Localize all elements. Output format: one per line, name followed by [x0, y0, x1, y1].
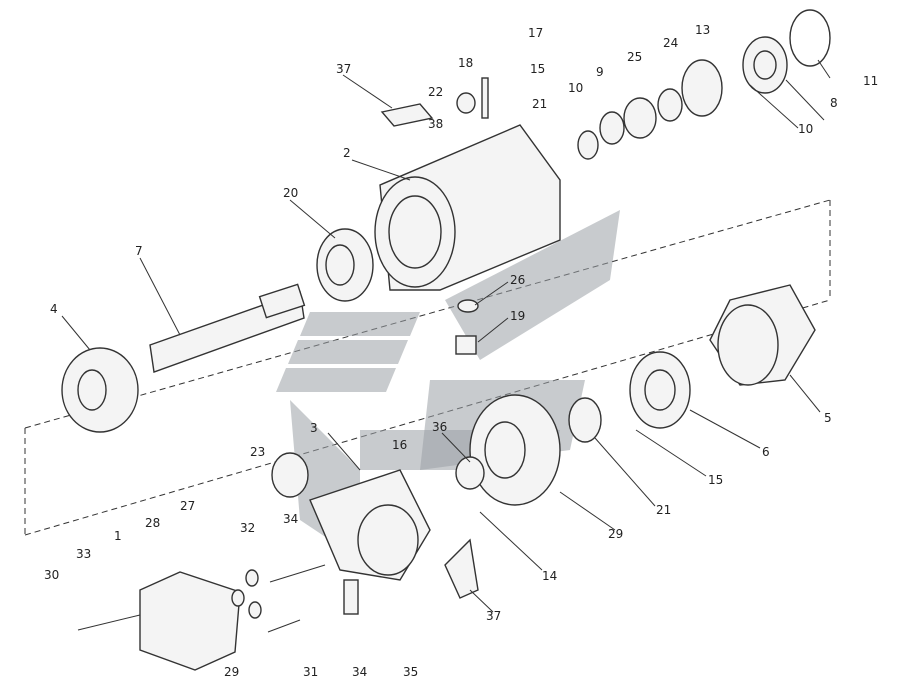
part-link-35 [343, 579, 359, 615]
callout-21-top: 21 [532, 97, 547, 111]
callout-18: 18 [458, 56, 473, 70]
part-washer-29 [248, 601, 262, 619]
part-plate-29 [469, 394, 561, 506]
callout-32: 32 [240, 521, 255, 535]
part-washer-28 [231, 589, 245, 607]
part-bracket-37 [380, 103, 434, 127]
callout-25: 25 [627, 50, 642, 64]
callout-26: 26 [510, 273, 525, 287]
part-ring-9 [623, 97, 657, 139]
part-ring-10 [599, 111, 625, 145]
callout-30: 30 [44, 568, 59, 582]
callout-6: 6 [762, 445, 770, 459]
part-seal-36 [455, 456, 485, 490]
callout-23: 23 [250, 445, 265, 459]
callout-29-bottom: 29 [224, 665, 239, 679]
callout-8: 8 [830, 96, 838, 110]
part-end-block-1 [139, 571, 241, 671]
callout-33: 33 [76, 547, 91, 561]
callout-37-bottom: 37 [486, 609, 501, 623]
part-bolt-31 [267, 619, 301, 633]
callout-20: 20 [283, 186, 298, 200]
callout-16: 16 [392, 438, 407, 452]
callout-38: 38 [428, 117, 443, 131]
callout-10-left: 10 [568, 81, 583, 95]
part-ring-21 [577, 130, 599, 160]
part-bearing-6 [629, 351, 691, 429]
callout-2: 2 [343, 146, 351, 160]
callout-15-top: 15 [530, 62, 545, 76]
part-bearing-8 [742, 36, 788, 94]
part-gasket-23 [271, 452, 309, 498]
part-pin-15 [481, 77, 489, 119]
part-valve-block-3 [309, 469, 431, 581]
part-ring-25 [657, 88, 683, 122]
callout-28: 28 [145, 516, 160, 530]
callout-10-right: 10 [798, 122, 813, 136]
part-rotor-5 [709, 284, 816, 386]
callout-3: 3 [310, 421, 318, 435]
part-ring-24 [681, 59, 723, 117]
part-cover-4 [61, 347, 139, 433]
callout-34: 34 [352, 665, 367, 679]
callout-7: 7 [135, 244, 143, 258]
callout-34-top: 34 [283, 512, 298, 526]
callout-13: 13 [695, 23, 710, 37]
part-bolt-32 [269, 564, 326, 583]
leader-lines [61, 59, 831, 613]
part-shaft-7 [149, 283, 306, 373]
callout-4: 4 [50, 302, 58, 316]
callout-27: 27 [180, 499, 195, 513]
part-washer-26 [457, 299, 479, 313]
part-shield-37 [444, 538, 479, 599]
callout-36: 36 [432, 420, 447, 434]
callout-37: 37 [336, 62, 351, 76]
callout-14: 14 [542, 569, 557, 583]
callout-24: 24 [663, 36, 678, 50]
callout-17: 17 [528, 26, 543, 40]
part-housing-2 [374, 124, 561, 291]
part-plug-18 [456, 92, 476, 114]
part-nut-19 [455, 335, 477, 355]
part-bolt-30 [77, 614, 141, 631]
callout-1: 1 [114, 529, 122, 543]
part-bearing-20 [316, 228, 374, 302]
callout-29-right: 29 [608, 527, 623, 541]
part-ring-21-lower [568, 397, 602, 443]
callout-15-right: 15 [708, 473, 723, 487]
part-snap-ring-11 [789, 9, 831, 67]
callout-31: 31 [303, 665, 318, 679]
callout-11: 11 [863, 74, 878, 88]
part-washer-27 [245, 569, 259, 587]
callout-35: 35 [403, 665, 418, 679]
callout-5: 5 [824, 411, 832, 425]
callout-19: 19 [510, 309, 525, 323]
callout-22: 22 [428, 85, 443, 99]
callout-9: 9 [596, 65, 604, 79]
callout-21-right: 21 [656, 503, 671, 517]
